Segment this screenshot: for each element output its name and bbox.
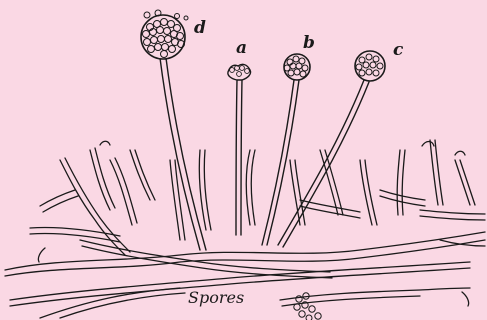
label-c: c [393,40,404,60]
sporangiophore-d [141,10,206,250]
mycelium-network [5,140,485,318]
sporangiophore-b [262,54,310,245]
label-b: b [303,33,315,53]
label-a: a [236,38,247,58]
label-spores: Spores [188,288,244,307]
label-d: d [194,18,206,38]
sporangiophore-a [228,64,251,235]
